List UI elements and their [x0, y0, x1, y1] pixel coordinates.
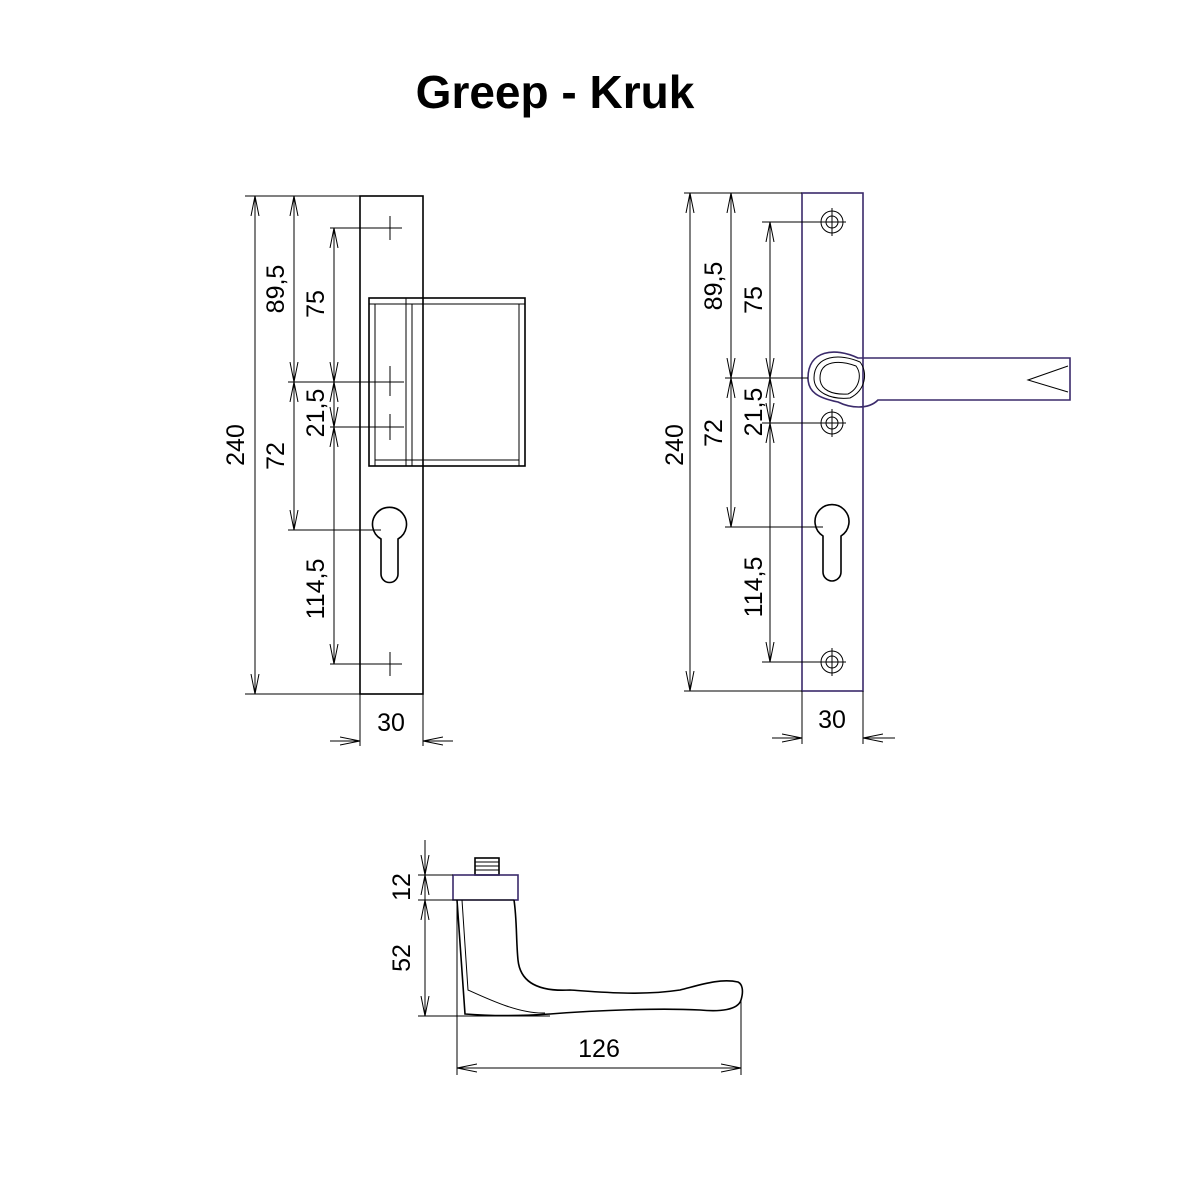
right-label-240: 240 — [661, 424, 689, 466]
right-back-plate — [801, 192, 864, 692]
left-label-21-5: 21,5 — [302, 389, 330, 438]
lever-handle — [807, 351, 1071, 408]
right-label-89-5: 89,5 — [700, 262, 728, 311]
rose — [452, 874, 519, 901]
right-label-72: 72 — [700, 419, 728, 447]
left-bottom-screw-mark — [378, 652, 402, 676]
right-label-114-5: 114,5 — [740, 557, 768, 618]
right-extension-lines — [684, 192, 864, 744]
left-top-screw-mark — [378, 216, 402, 240]
right-cylinder-cutout — [814, 503, 850, 582]
spindle — [474, 857, 500, 876]
left-label-30: 30 — [377, 709, 405, 737]
left-cylinder-cutout — [371, 506, 408, 584]
lever-side-view: 12 52 126 — [388, 840, 744, 1075]
left-label-114-5: 114,5 — [302, 559, 330, 620]
left-label-89-5: 89,5 — [262, 265, 290, 314]
side-label-126: 126 — [578, 1035, 620, 1063]
left-label-240: 240 — [222, 424, 250, 466]
right-label-21-5: 21,5 — [740, 388, 768, 437]
right-bottom-screw-hole — [818, 648, 846, 676]
grip-mount-marks — [378, 366, 404, 440]
left-label-75: 75 — [302, 290, 330, 318]
left-back-plate — [359, 195, 424, 695]
right-label-75: 75 — [740, 286, 768, 314]
side-label-12: 12 — [388, 873, 416, 901]
lever-front-view: 240 89,5 72 75 21,5 114,5 30 — [661, 192, 1071, 744]
right-middle-screw-hole — [818, 409, 846, 437]
right-top-screw-hole — [818, 208, 846, 236]
side-label-52: 52 — [388, 944, 416, 972]
page-title: Greep - Kruk — [416, 66, 695, 118]
grip-front-view: 240 89,5 72 75 21,5 114,5 30 — [222, 195, 526, 746]
left-label-72: 72 — [262, 442, 290, 470]
lever-profile — [456, 899, 744, 1017]
right-label-30: 30 — [818, 706, 846, 734]
